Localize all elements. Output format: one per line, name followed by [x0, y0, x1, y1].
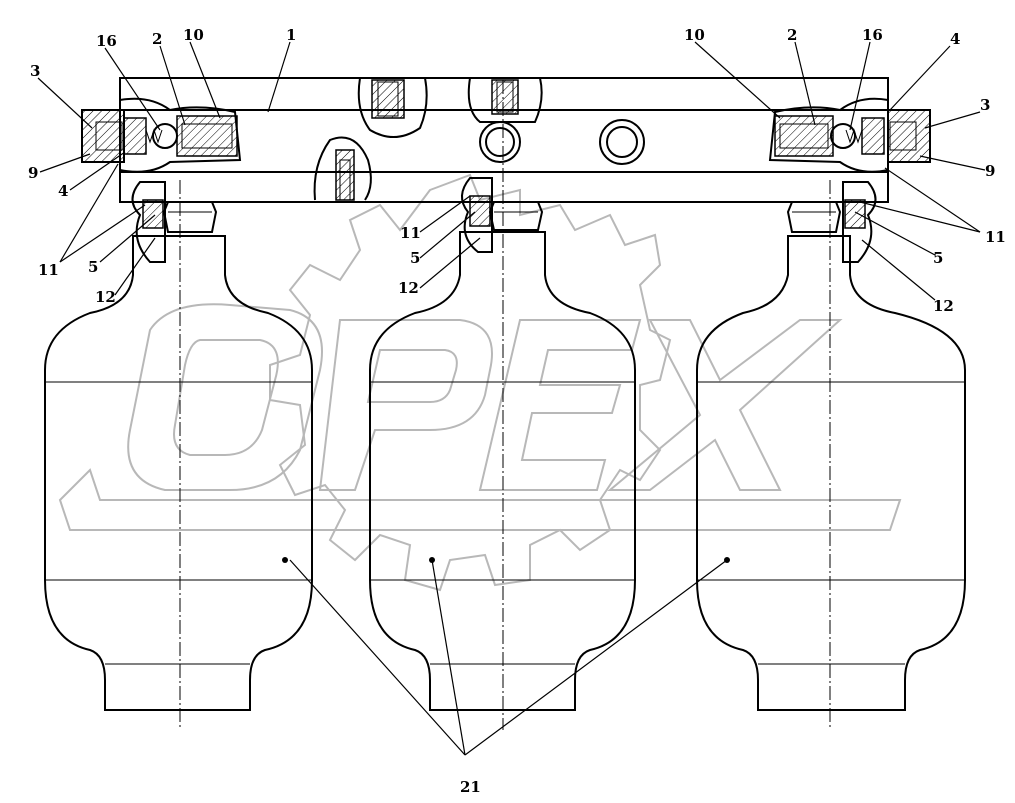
watermark-letters: [58, 303, 902, 531]
manifold-body: [119, 77, 889, 203]
accumulator-mid: [369, 80, 636, 730]
leader-lines: [37, 41, 986, 756]
flange-left: [131, 181, 218, 263]
label-flange-mid: 5: [410, 249, 420, 267]
label-cap-right: 3: [980, 96, 990, 114]
label-body: 1: [286, 26, 296, 44]
accumulator-right: [696, 180, 966, 730]
label-ring-left: 10: [183, 26, 204, 44]
label-screw-right: 12: [933, 297, 954, 315]
label-valve-seat-right: 2: [787, 26, 797, 44]
label-flange-right: 5: [933, 249, 943, 267]
label-ring-right: 10: [684, 26, 705, 44]
label-flange-left: 5: [88, 258, 98, 276]
label-washer-left: 4: [58, 182, 68, 200]
label-seal-left: 9: [28, 164, 38, 182]
label-spring-right: 16: [862, 26, 883, 44]
flange-right: [786, 181, 877, 263]
label-valve-seat-left: 2: [152, 30, 162, 48]
label-oring-right: 11: [985, 228, 1006, 246]
valve-left: [81, 97, 242, 173]
label-oring-mid: 11: [400, 224, 421, 242]
valve-right: [768, 97, 931, 173]
flange-mid: [461, 177, 544, 253]
accumulator-left: [44, 180, 313, 730]
label-cap-left: 3: [30, 62, 40, 80]
part-labels: 1 2 10 16 3 9 4 11 5 12 11 5 12 10 2 16 …: [28, 26, 1006, 796]
label-accumulator: 21: [460, 778, 481, 796]
label-screw-mid: 12: [398, 279, 419, 297]
label-screw-left: 12: [95, 288, 116, 306]
label-washer-right: 4: [950, 30, 960, 48]
label-seal-right: 9: [985, 162, 995, 180]
label-oring-left: 11: [38, 261, 59, 279]
label-spring-left: 16: [96, 32, 117, 50]
gear-icon: [269, 173, 672, 592]
